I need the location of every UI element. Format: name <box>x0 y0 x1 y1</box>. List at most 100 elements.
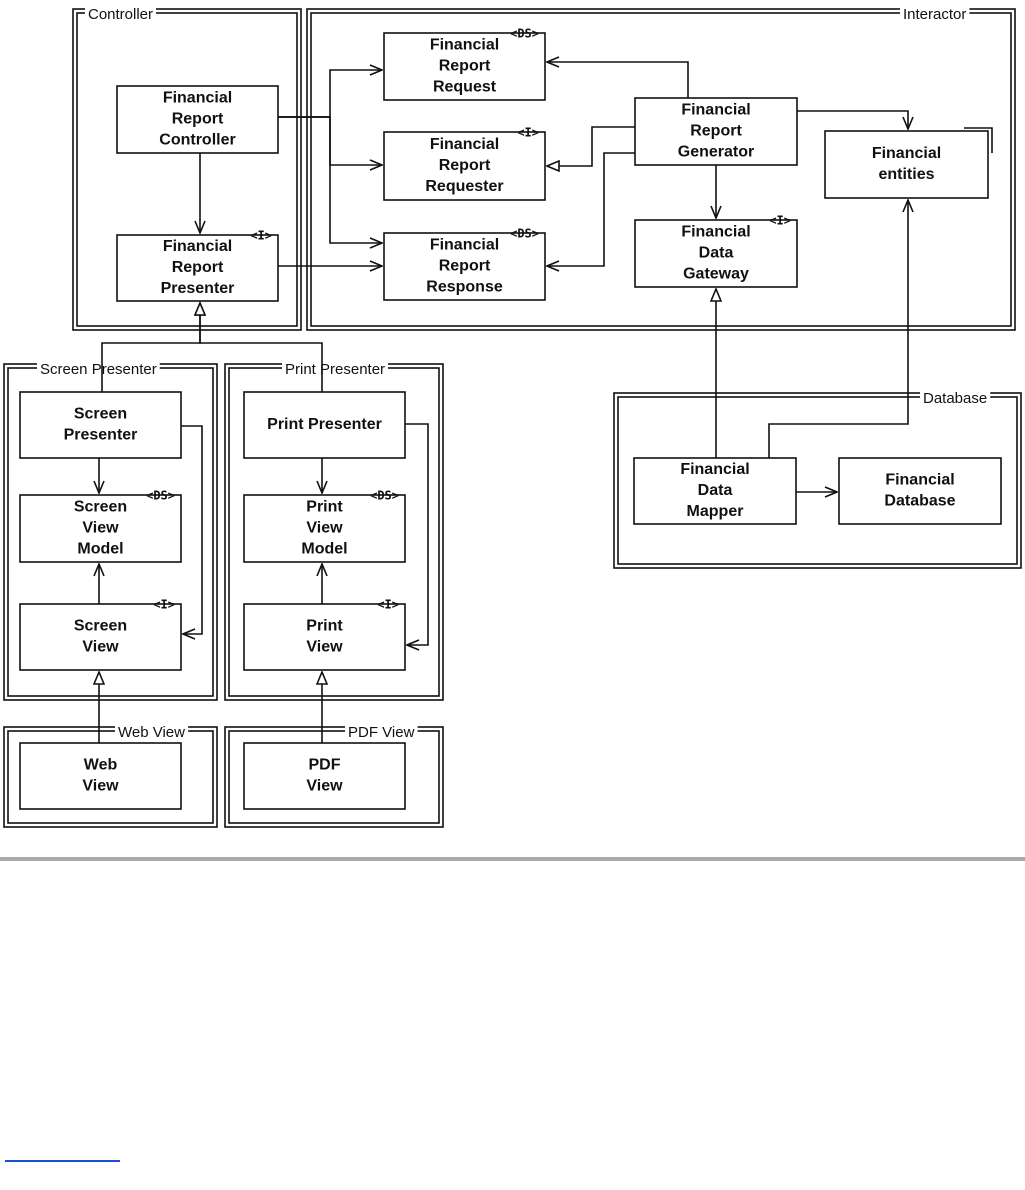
connection-generator-to-response <box>547 152 635 266</box>
component-label-line: entities <box>878 166 934 183</box>
frame-label-screen-presenter: Screen Presenter <box>40 361 157 378</box>
divider-line <box>0 857 1025 861</box>
component-label-line: Financial <box>681 102 750 119</box>
component-label-line: Financial <box>885 472 954 489</box>
frame-database: Database <box>613 390 1022 569</box>
connections-layer <box>99 62 908 743</box>
component-label-line: Report <box>172 111 224 128</box>
component-financial-entities: Financial entities <box>824 127 993 199</box>
component-label-line: Print Presenter <box>267 416 382 433</box>
component-label-line: Financial <box>430 237 499 254</box>
component-label-line: PDF <box>309 757 341 774</box>
frame-print-presenter: Print Presenter <box>224 361 444 701</box>
component-label-line: Screen <box>74 406 127 423</box>
component-label-line: Financial <box>430 136 499 153</box>
component-label-line: Presenter <box>161 280 235 297</box>
frame-label-pdf-view: PDF View <box>348 724 415 741</box>
component-label-line: Response <box>426 279 503 296</box>
connection-generator-implements-requester <box>547 126 635 166</box>
connection-screen-presenter-to-view <box>181 425 203 634</box>
component-label-line: Report <box>439 258 491 275</box>
connection-generator-to-request <box>547 62 689 98</box>
connection-controller-to-response <box>278 116 382 243</box>
component-label-line: Controller <box>159 132 235 149</box>
stereotype-label: <DS> <box>510 227 539 241</box>
entities-corner-bracket <box>964 127 993 153</box>
stereotype-label: <DS> <box>146 489 175 503</box>
component-label-line: Report <box>690 123 742 140</box>
connection-generator-to-entities <box>797 110 908 129</box>
frame-controller: Controller <box>72 6 302 331</box>
component-label-line: Financial <box>680 461 749 478</box>
frame-screen-presenter: Screen Presenter <box>3 361 218 701</box>
connection-controller-to-request <box>278 70 382 118</box>
component-label-line: Print <box>306 499 343 516</box>
frame-label-interactor: Interactor <box>903 6 966 23</box>
stereotype-label: <I> <box>153 598 175 612</box>
connection-print-presenter-implements-presenter <box>200 303 323 392</box>
component-label-line: View <box>82 520 119 537</box>
stereotype-label: <DS> <box>370 489 399 503</box>
component-label-line: Report <box>439 157 491 174</box>
footer-link[interactable] <box>5 1160 120 1162</box>
stereotype-label: <I> <box>517 126 539 140</box>
connection-print-presenter-to-view <box>405 423 429 645</box>
component-label-line: View <box>306 520 343 537</box>
component-label-line: View <box>306 778 343 795</box>
component-label-line: Financial <box>681 224 750 241</box>
frame-label-print-presenter: Print Presenter <box>285 361 385 378</box>
component-label-line: Mapper <box>687 503 744 520</box>
component-label-line: View <box>306 639 343 656</box>
component-label-line: Gateway <box>683 266 749 283</box>
frame-label-controller: Controller <box>88 6 153 23</box>
component-label-line: Financial <box>163 238 232 255</box>
component-label-line: View <box>82 778 119 795</box>
component-label-line: Presenter <box>64 427 138 444</box>
stereotype-label: <DS> <box>510 27 539 41</box>
stereotype-label: <I> <box>769 214 791 228</box>
component-label-line: Report <box>172 259 224 276</box>
component-label-line: Requester <box>425 178 503 195</box>
components-layer: FinancialReportControllerFinancialReport… <box>0 27 1002 810</box>
component-label-line: Generator <box>678 144 754 161</box>
component-label-line: Request <box>433 79 497 96</box>
component-label-line: Screen <box>74 499 127 516</box>
component-label-line: Data <box>698 482 733 499</box>
connection-mapper-to-entities <box>768 200 908 458</box>
component-label-line: Model <box>301 541 347 558</box>
component-label-line: Model <box>77 541 123 558</box>
component-label-line: Data <box>699 245 734 262</box>
component-print-presenter-box: Print Presenter <box>243 391 406 459</box>
component-label-line: Screen <box>74 618 127 635</box>
component-label-line: Report <box>439 58 491 75</box>
component-label-line: Financial <box>872 145 941 162</box>
frame-web-view: Web View <box>3 724 218 828</box>
frame-label-web-view: Web View <box>118 724 185 741</box>
connection-screen-presenter-implements-presenter <box>101 303 200 392</box>
component-label-line: Database <box>884 493 955 510</box>
component-pdf-view-box: PDF View <box>243 742 406 810</box>
frame-interactor: Interactor <box>306 6 1016 331</box>
frame-pdf-view: PDF View <box>224 724 444 828</box>
frame-label-database: Database <box>923 390 987 407</box>
stereotype-label: <I> <box>250 229 272 243</box>
stereotype-label: <I> <box>377 598 399 612</box>
